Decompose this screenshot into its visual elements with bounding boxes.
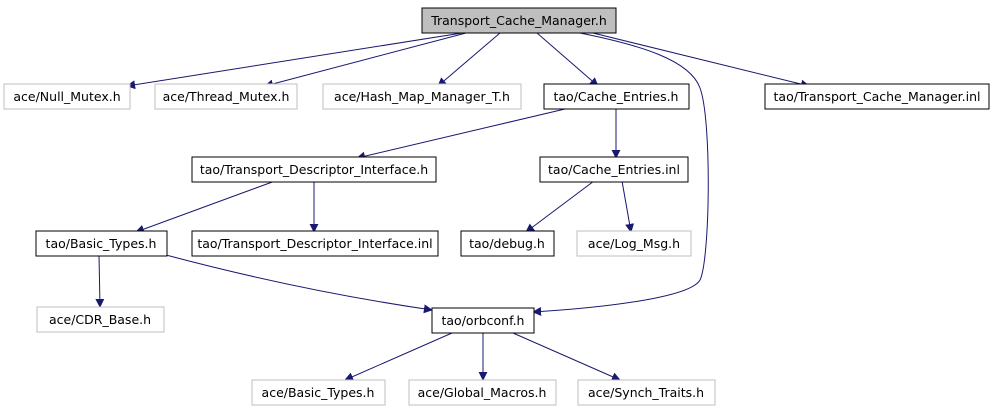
edge-root-hash-map [437, 32, 501, 87]
edge-root-null-mutex [126, 32, 463, 90]
node-debug[interactable]: tao/debug.h [460, 230, 555, 257]
node-basic-types-tao[interactable]: tao/Basic_Types.h [35, 230, 168, 257]
svg-text:tao/Cache_Entries.inl: tao/Cache_Entries.inl [548, 162, 680, 177]
svg-text:tao/orbconf.h: tao/orbconf.h [442, 313, 525, 328]
node-tdi-inl[interactable]: tao/Transport_Descriptor_Interface.inl [191, 230, 439, 257]
svg-text:ace/Global_Macros.h: ace/Global_Macros.h [418, 385, 547, 400]
node-tcm-inl[interactable]: tao/Transport_Cache_Manager.inl [764, 83, 990, 110]
node-global-macros[interactable]: ace/Global_Macros.h [408, 379, 557, 406]
svg-text:ace/CDR_Base.h: ace/CDR_Base.h [49, 312, 151, 327]
edge-root-tcm-inl [592, 32, 810, 89]
svg-text:ace/Synch_Traits.h: ace/Synch_Traits.h [588, 385, 704, 400]
svg-text:ace/Thread_Mutex.h: ace/Thread_Mutex.h [163, 89, 290, 104]
edge-basic-types-tao-orbconf [165, 254, 433, 314]
edge-orbconf-basic-types-ace [344, 332, 453, 381]
svg-text:tao/Cache_Entries.h: tao/Cache_Entries.h [554, 89, 679, 104]
svg-text:ace/Basic_Types.h: ace/Basic_Types.h [262, 385, 375, 400]
node-basic-types-ace[interactable]: ace/Basic_Types.h [251, 379, 386, 406]
svg-text:tao/Basic_Types.h: tao/Basic_Types.h [46, 236, 157, 251]
node-root[interactable]: Transport_Cache_Manager.h [421, 7, 617, 34]
node-tdi-h[interactable]: tao/Transport_Descriptor_Interface.h [191, 156, 437, 183]
edge-orbconf-synch-traits [512, 332, 621, 381]
svg-text:tao/debug.h: tao/debug.h [469, 236, 545, 251]
svg-text:tao/Transport_Cache_Manager.in: tao/Transport_Cache_Manager.inl [774, 89, 981, 104]
svg-text:tao/Transport_Descriptor_Inter: tao/Transport_Descriptor_Interface.inl [197, 236, 432, 251]
edge-root-cache-entries-h [536, 32, 599, 87]
edge-cache-entries-h-tdi-h [356, 108, 566, 161]
edges [95, 32, 810, 381]
node-hash-map[interactable]: ace/Hash_Map_Manager_T.h [322, 83, 522, 110]
edge-root-thread-mutex [264, 32, 467, 89]
node-thread-mutex[interactable]: ace/Thread_Mutex.h [154, 83, 298, 110]
svg-text:ace/Null_Mutex.h: ace/Null_Mutex.h [13, 89, 120, 104]
node-orbconf[interactable]: tao/orbconf.h [431, 307, 535, 334]
edge-tdi-h-basic-types-tao [135, 180, 276, 234]
edge-cache-entries-inl-log-msg [621, 180, 635, 233]
edge-root-orbconf [532, 32, 709, 317]
node-log-msg[interactable]: ace/Log_Msg.h [576, 230, 692, 257]
svg-text:tao/Transport_Descriptor_Inter: tao/Transport_Descriptor_Interface.h [200, 162, 428, 177]
edge-cache-entries-inl-debug [525, 180, 595, 233]
node-cache-entries-h[interactable]: tao/Cache_Entries.h [543, 83, 690, 110]
edge-basic-types-tao-cdr-base [95, 254, 105, 308]
node-null-mutex[interactable]: ace/Null_Mutex.h [3, 83, 131, 110]
node-cache-entries-inl[interactable]: tao/Cache_Entries.inl [539, 156, 689, 183]
svg-text:Transport_Cache_Manager.h: Transport_Cache_Manager.h [430, 13, 607, 28]
node-cdr-base[interactable]: ace/CDR_Base.h [36, 306, 165, 333]
svg-text:ace/Log_Msg.h: ace/Log_Msg.h [588, 236, 680, 251]
node-synch-traits[interactable]: ace/Synch_Traits.h [577, 379, 716, 406]
svg-text:ace/Hash_Map_Manager_T.h: ace/Hash_Map_Manager_T.h [334, 89, 510, 104]
